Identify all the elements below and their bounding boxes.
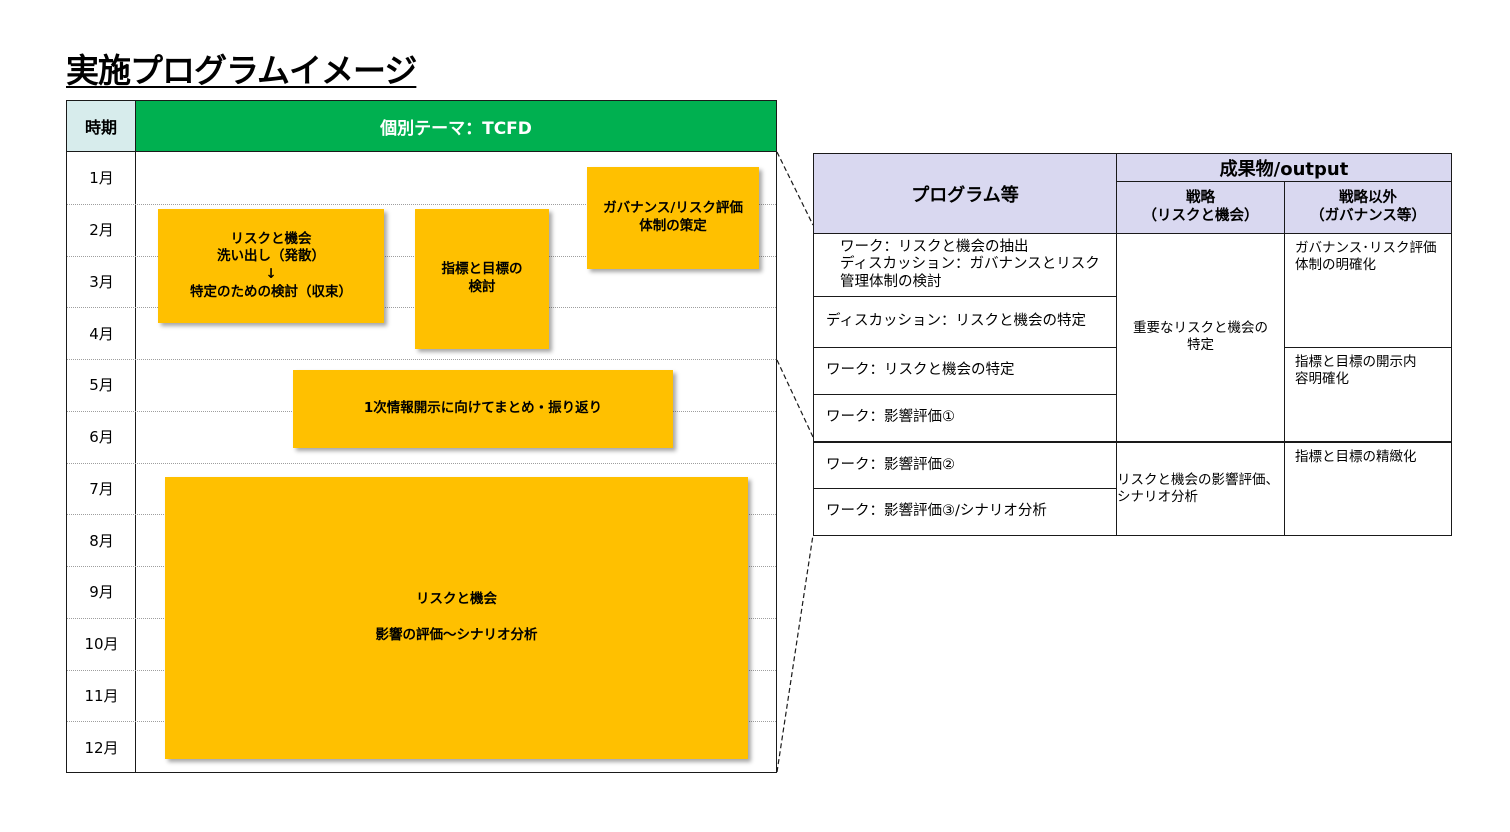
theme-header: 個別テーマ：TCFD (136, 101, 776, 152)
other-header: 戦略以外 （ガバナンス等） (1283, 181, 1453, 234)
month-label: 10月 (84, 635, 119, 654)
program-row: ワーク：リスクと機会の抽出 ディスカッション：ガバナンスとリスク管理体制の検討 (813, 233, 1117, 297)
impact-box-title: リスクと機会 (416, 591, 497, 608)
connector-line (776, 151, 814, 226)
box-first-disclosure: 1次情報開示に向けてまとめ・振り返り (293, 370, 673, 448)
month-gridline (67, 359, 776, 360)
month-label: 5月 (89, 376, 114, 395)
impact-box-subtitle: 影響の評価～シナリオ分析 (375, 627, 538, 643)
month-label: 2月 (89, 221, 114, 240)
month-label: 8月 (89, 531, 114, 550)
page-title: 実施プログラムイメージ (66, 51, 417, 90)
month-label: 12月 (84, 738, 119, 757)
month-label: 6月 (89, 428, 114, 447)
program-row: ワーク：リスクと機会の特定 (813, 347, 1117, 395)
period-header: 時期 (67, 101, 136, 152)
month-column: 1月 2月 3月 4月 5月 6月 7月 8月 9月 10月 11月 12月 (67, 152, 136, 772)
box-risk-opportunity-extraction: リスクと機会 洗い出し（発散） ↓ 特定のための検討（収束） (158, 209, 384, 323)
deliverables-table: プログラム等 成果物/output 戦略 （リスクと機会） 戦略以外 （ガバナン… (813, 153, 1453, 536)
month-label: 7月 (89, 479, 114, 498)
month-gridline (67, 462, 776, 464)
month-gridline (67, 203, 776, 205)
box-metrics-targets: 指標と目標の 検討 (415, 209, 549, 349)
program-row: ディスカッション：リスクと機会の特定 (813, 296, 1117, 348)
program-header: プログラム等 (813, 153, 1117, 234)
box-impact-assessment: リスクと機会 影響の評価～シナリオ分析 (165, 477, 748, 759)
strategy-header: 戦略 （リスクと機会） (1116, 181, 1285, 234)
program-row: ワーク：影響評価② (813, 440, 1117, 489)
strategy-outcome: 重要なリスクと機会の 特定 (1116, 233, 1285, 442)
schedule-chart: 時期 個別テーマ：TCFD 1月 2月 3月 4月 5月 6月 7月 8月 9月… (66, 100, 777, 773)
other-outcome: 指標と目標の精緻化 (1283, 440, 1453, 536)
month-label: 4月 (89, 324, 114, 343)
other-outcome: ガバナンス･リスク評価 体制の明確化 (1283, 233, 1453, 348)
program-row: ワーク：影響評価③/シナリオ分析 (813, 488, 1117, 536)
month-label: 3月 (89, 272, 114, 291)
connector-line (776, 359, 814, 438)
box-governance: ガバナンス/リスク評価 体制の策定 (587, 167, 759, 269)
program-row: ワーク：影響評価① (813, 394, 1117, 442)
other-outcome: 指標と目標の開示内 容明確化 (1283, 347, 1453, 442)
strategy-outcome: リスクと機会の影響評価、 シナリオ分析 (1116, 440, 1285, 536)
month-label: 11月 (84, 686, 119, 705)
output-header: 成果物/output (1115, 153, 1453, 182)
connector-line (776, 534, 814, 773)
month-label: 9月 (89, 583, 114, 602)
month-label: 1月 (89, 169, 114, 188)
